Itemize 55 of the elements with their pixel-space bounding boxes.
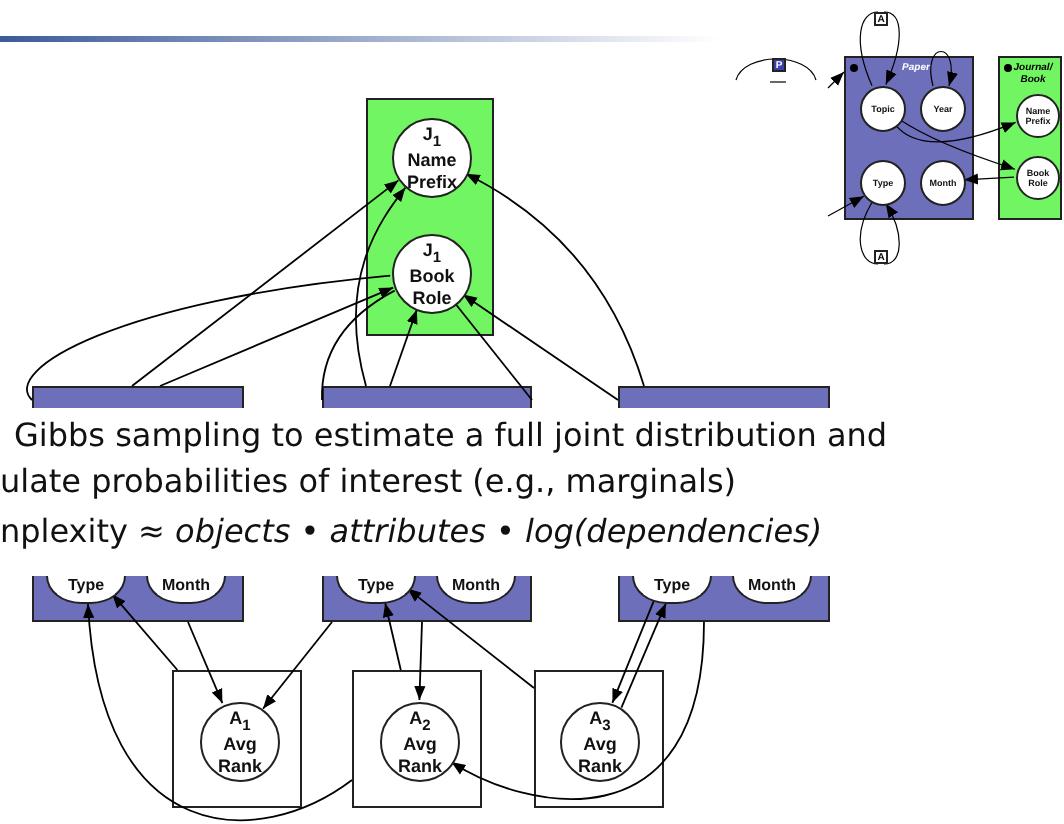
arrow [894, 121, 1017, 143]
class-box [534, 670, 664, 808]
variable-label: Month [746, 576, 798, 595]
variable-label: A$_{2}$ Avg Rank [395, 707, 444, 777]
arrow [159, 286, 395, 387]
arrow [883, 202, 900, 265]
arrow [355, 186, 407, 387]
arrow [883, 11, 900, 86]
class-box [366, 98, 494, 336]
arrow [406, 587, 535, 689]
variable-label: Type [65, 576, 107, 595]
variable-circle [392, 234, 472, 314]
variable-label: A$_{1}$ Avg Rank [215, 707, 264, 777]
arrow [963, 173, 1015, 185]
variable-circle [860, 86, 906, 132]
variable-circle [1016, 94, 1060, 138]
variable-label: Type [651, 576, 693, 595]
variable-circle [920, 86, 966, 132]
arrow [187, 621, 224, 705]
variable-circle [1016, 156, 1060, 200]
arrow [414, 621, 426, 701]
class-box [172, 670, 302, 808]
class-box [998, 56, 1062, 220]
arrow [111, 593, 179, 671]
arrow [827, 195, 865, 217]
variable-circle [392, 118, 472, 198]
arrow [389, 308, 418, 387]
arrow [450, 621, 705, 800]
bullet-text: Gibbs sampling to estimate a full joint distribution and [14, 416, 888, 454]
bullet-text: nplexity ≈ objects • attributes • log(dependencies) [0, 512, 823, 550]
arrow [382, 602, 402, 671]
arrow [83, 603, 353, 822]
variable-circle [860, 160, 906, 206]
class-box [352, 670, 482, 808]
arrow [930, 50, 958, 87]
arrow [464, 172, 645, 387]
variable-label: Month [450, 576, 502, 595]
variable-circle [920, 160, 966, 206]
arrow [899, 119, 1016, 171]
arrow [262, 621, 333, 710]
class-box [844, 56, 974, 220]
variable-circle [380, 702, 460, 782]
variable-circle [560, 702, 640, 782]
variable-label: J$_{1}$ Name Prefix [404, 123, 459, 193]
variable-circle [200, 702, 280, 782]
arrow [620, 602, 667, 709]
variable-label: Type [355, 576, 397, 595]
variable-label: Month [160, 576, 212, 595]
arrow [611, 598, 656, 704]
arrow [131, 179, 400, 387]
variable-label: A$_{3}$ Avg Rank [575, 707, 624, 777]
variable-label: J$_{1}$ Book Role [407, 239, 457, 309]
arrow [827, 71, 845, 89]
arrow [462, 293, 619, 401]
bullet-text: ulate probabilities of interest (e.g., marginals) [0, 462, 737, 500]
